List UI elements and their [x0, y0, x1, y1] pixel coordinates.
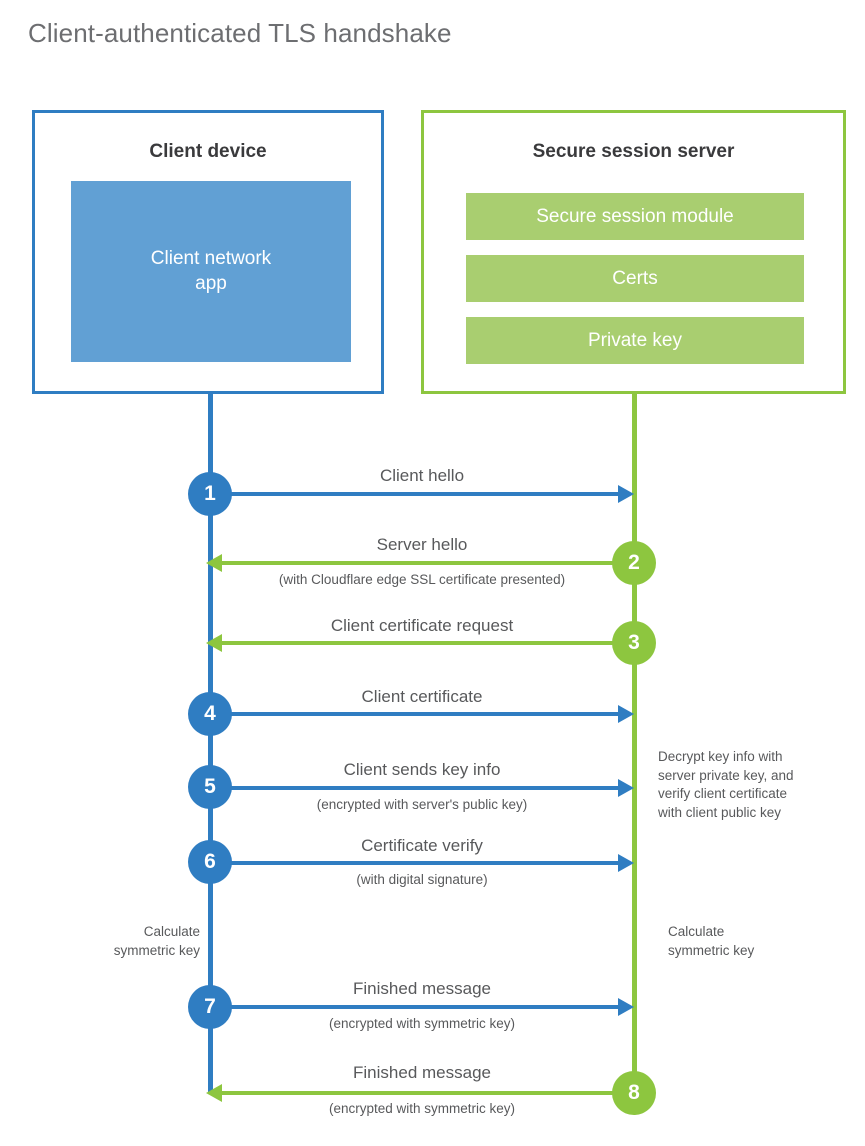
arrow-head-right-icon: [618, 854, 634, 872]
message-sublabel-8: (encrypted with symmetric key): [328, 1101, 516, 1116]
arrow-head-right-icon: [618, 779, 634, 797]
arrow-head-left-icon: [206, 554, 222, 572]
message-label-4: Client certificate: [361, 687, 483, 706]
secure-session-server-box: Secure session server Secure session mod…: [421, 110, 846, 394]
message-line-6: [210, 861, 620, 865]
message-sublabel-6: (with digital signature): [356, 872, 488, 887]
secure-session-server-title: Secure session server: [532, 141, 735, 162]
client-device-box: Client device Client network app: [32, 110, 384, 394]
step-marker-3[interactable]: 3: [612, 621, 656, 665]
message-line-4: [210, 712, 620, 716]
client-network-app-block: Client network app: [71, 181, 351, 362]
message-sublabel-7: (encrypted with symmetric key): [328, 1016, 516, 1031]
server-component-secure-session-module: Secure session module: [466, 193, 804, 240]
note-calculate-symmetric-key-client: Calculate symmetric key: [113, 924, 200, 958]
message-label-6: Certificate verify: [361, 836, 483, 855]
message-line-2: [222, 561, 634, 565]
step-marker-2[interactable]: 2: [612, 541, 656, 585]
message-sublabel-2: (with Cloudflare edge SSL certificate pr…: [278, 572, 566, 587]
step-marker-4[interactable]: 4: [188, 692, 232, 736]
note-decrypt-key-info: Decrypt key info with server private key…: [658, 749, 794, 820]
arrow-head-right-icon: [618, 705, 634, 723]
message-line-8: [222, 1091, 634, 1095]
arrow-head-left-icon: [206, 1084, 222, 1102]
arrow-head-right-icon: [618, 485, 634, 503]
server-component-private-key: Private key: [466, 317, 804, 364]
step-marker-1[interactable]: 1: [188, 472, 232, 516]
step-marker-5[interactable]: 5: [188, 765, 232, 809]
server-component-certs: Certs: [466, 255, 804, 302]
message-line-3: [222, 641, 634, 645]
page-title: Client-authenticated TLS handshake: [28, 18, 452, 48]
message-line-5: [210, 786, 620, 790]
note-calculate-symmetric-key-server: Calculate symmetric key: [668, 924, 755, 958]
message-label-2: Server hello: [376, 535, 468, 554]
message-line-7: [210, 1005, 620, 1009]
step-marker-7[interactable]: 7: [188, 985, 232, 1029]
arrow-head-left-icon: [206, 634, 222, 652]
message-label-8: Finished message: [353, 1063, 491, 1082]
client-lifeline: [208, 394, 213, 1094]
server-lifeline: [632, 394, 637, 1094]
message-label-1: Client hello: [379, 466, 465, 485]
message-sublabel-5: (encrypted with server's public key): [316, 797, 528, 812]
step-marker-8[interactable]: 8: [612, 1071, 656, 1115]
message-label-5: Client sends key info: [343, 760, 501, 779]
message-label-7: Finished message: [353, 979, 491, 998]
message-label-3: Client certificate request: [330, 616, 514, 635]
arrow-head-right-icon: [618, 998, 634, 1016]
client-device-title: Client device: [149, 141, 267, 162]
message-line-1: [210, 492, 620, 496]
step-marker-6[interactable]: 6: [188, 840, 232, 884]
